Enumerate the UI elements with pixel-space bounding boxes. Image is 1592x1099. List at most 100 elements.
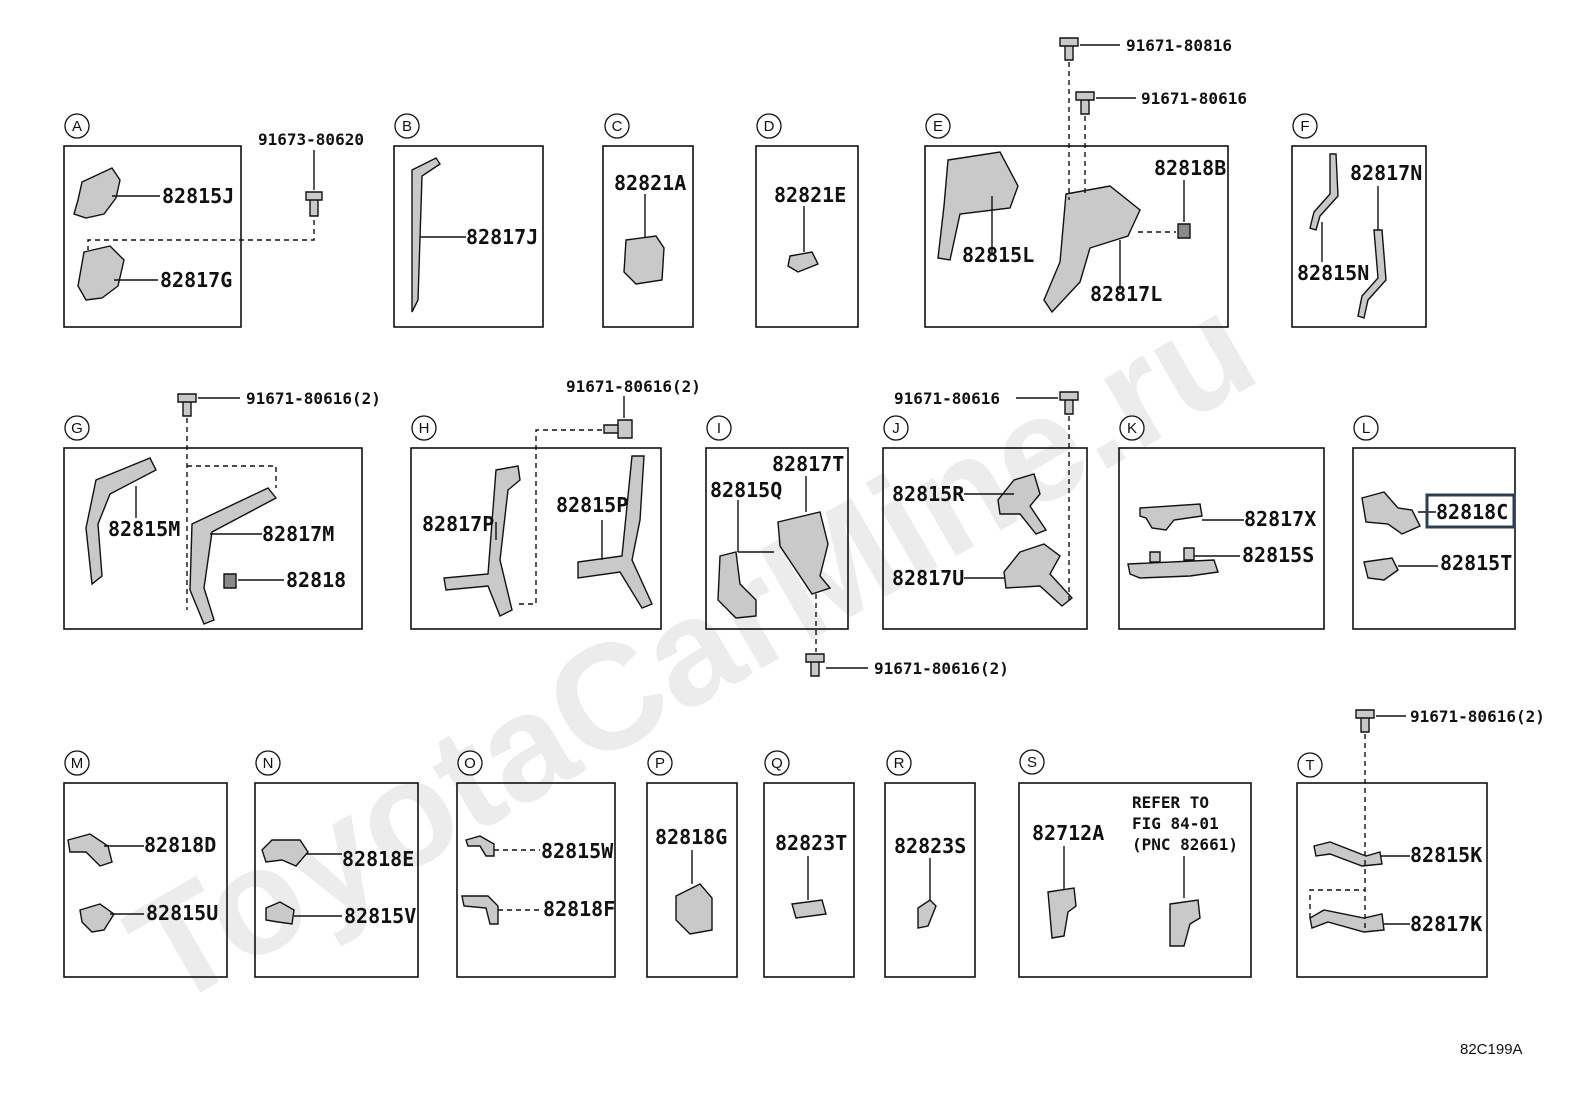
part-82817p-shape: [443, 465, 521, 617]
panel-t-letter: T: [1305, 757, 1314, 774]
panel-a-marker-circle: [64, 113, 90, 139]
part-number-82815s[interactable]: 82815S: [1242, 543, 1314, 567]
panel-l[interactable]: L 82818C 82815T: [1352, 415, 1516, 630]
part-number-82815v[interactable]: 82815V: [344, 904, 416, 928]
panel-n-letter: N: [263, 755, 274, 772]
panel-h-letter: H: [419, 420, 430, 437]
part-number-82817x[interactable]: 82817X: [1244, 507, 1316, 531]
panel-g[interactable]: G 82815M 82817M 82818 91671-80616(2): [63, 389, 381, 630]
part-number-82817p[interactable]: 82817P: [422, 512, 494, 536]
panel-d-frame: [755, 145, 859, 328]
part-number-82817k[interactable]: 82817K: [1410, 912, 1482, 936]
panel-n-frame: [254, 782, 419, 978]
fastener-91671-80816[interactable]: 91671-80816: [1126, 36, 1232, 55]
part-number-82815u[interactable]: 82815U: [146, 901, 218, 925]
part-82815t-shape: [1363, 557, 1399, 581]
panel-k-marker-circle: [1119, 415, 1145, 441]
panel-i[interactable]: I 82815Q 82817T 91671-80616(2): [705, 415, 1009, 678]
panel-n-marker-circle: [255, 750, 281, 776]
panel-j-letter: J: [892, 420, 900, 437]
part-number-82815q[interactable]: 82815Q: [710, 478, 782, 502]
part-number-82818d[interactable]: 82818D: [144, 833, 216, 857]
panel-q[interactable]: Q 82823T: [763, 750, 855, 978]
part-number-82817t[interactable]: 82817T: [772, 452, 844, 476]
part-number-82818f[interactable]: 82818F: [543, 897, 615, 921]
part-number-82815j[interactable]: 82815J: [162, 184, 234, 208]
panel-l-frame: [1352, 447, 1516, 630]
panel-b[interactable]: B 82817J: [393, 113, 544, 328]
fastener-91671-80616-2-t[interactable]: 91671-80616(2): [1410, 707, 1545, 726]
panel-n[interactable]: N 82818E 82815V: [254, 750, 419, 978]
part-number-82815k[interactable]: 82815K: [1410, 843, 1482, 867]
part-number-82818c[interactable]: 82818C: [1436, 500, 1508, 524]
panel-t-marker-circle: [1297, 752, 1323, 778]
panel-b-letter: B: [402, 118, 412, 135]
part-number-82817u[interactable]: 82817U: [892, 566, 964, 590]
panel-a-frame: [63, 145, 242, 328]
part-number-82818g[interactable]: 82818G: [655, 825, 727, 849]
part-number-82815t[interactable]: 82815T: [1440, 551, 1512, 575]
panel-j[interactable]: J 82815R 82817U 91671-80616: [882, 389, 1088, 630]
panel-f-marker-circle: [1292, 113, 1318, 139]
part-number-82815r[interactable]: 82815R: [892, 482, 965, 506]
fastener-91671-80616-j[interactable]: 91671-80616: [894, 389, 1000, 408]
panel-h[interactable]: H 82817P 82815P 91671-80616(2): [410, 377, 701, 630]
panel-o[interactable]: O 82815W 82818F: [456, 750, 616, 978]
part-number-82815n[interactable]: 82815N: [1297, 261, 1369, 285]
part-number-82817j[interactable]: 82817J: [466, 225, 538, 249]
panel-g-letter: G: [71, 420, 83, 437]
part-number-82818e[interactable]: 82818E: [342, 847, 414, 871]
panel-a-letter: A: [72, 118, 82, 135]
panel-p[interactable]: P 82818G: [646, 750, 738, 978]
part-82818d-shape: [67, 833, 113, 867]
fastener-91671-80616-2-g[interactable]: 91671-80616(2): [246, 389, 381, 408]
part-number-82821a[interactable]: 82821A: [614, 171, 686, 195]
part-number-82823t[interactable]: 82823T: [775, 831, 847, 855]
panel-o-marker-circle: [457, 750, 483, 776]
panel-k[interactable]: K 82817X 82815S: [1118, 415, 1325, 630]
fastener-91673-80620[interactable]: 91673-80620: [258, 130, 364, 149]
part-number-82817n[interactable]: 82817N: [1350, 161, 1422, 185]
panel-o-frame: [456, 782, 616, 978]
part-number-82817m[interactable]: 82817M: [262, 522, 334, 546]
bolt-icon: [805, 653, 825, 677]
panel-t[interactable]: T 82815K 82817K 91671-80616(2): [1296, 707, 1545, 978]
part-number-82815m[interactable]: 82815M: [108, 517, 180, 541]
fastener-91671-80616-2-i[interactable]: 91671-80616(2): [874, 659, 1009, 678]
panel-m[interactable]: M 82818D 82815U: [63, 750, 228, 978]
panel-b-marker-circle: [394, 113, 420, 139]
part-82815q-shape: [717, 551, 757, 619]
panel-l-marker-circle: [1353, 415, 1379, 441]
part-number-82821e[interactable]: 82821E: [774, 183, 846, 207]
part-number-82817g[interactable]: 82817G: [160, 268, 232, 292]
panel-m-letter: M: [71, 755, 84, 772]
panel-g-frame: [63, 447, 363, 630]
part-number-82818b[interactable]: 82818B: [1154, 156, 1226, 180]
part-number-82815l[interactable]: 82815L: [962, 243, 1034, 267]
part-number-82815w[interactable]: 82815W: [541, 839, 614, 863]
panel-c[interactable]: C 82821A: [602, 113, 694, 328]
part-82823t-shape: [791, 899, 827, 919]
highlight-box-82818c: [1425, 493, 1516, 529]
dash-line-t2: [1309, 889, 1365, 918]
note-line-3: (PNC 82661): [1132, 835, 1238, 854]
panel-a[interactable]: A 82815J 82817G 91673-80620: [63, 113, 364, 328]
panel-s[interactable]: S 82712A REFER TO FIG 84-01 (PNC 82661): [1018, 749, 1252, 978]
note-line-1: REFER TO: [1132, 793, 1209, 812]
part-82815n-shape: [1309, 153, 1339, 231]
bolt-icon: [1075, 91, 1095, 115]
part-82818c-shape: [1361, 491, 1421, 535]
fastener-91671-80616[interactable]: 91671-80616: [1141, 89, 1247, 108]
part-82661-shape: [1169, 899, 1201, 947]
part-number-82823s[interactable]: 82823S: [894, 834, 966, 858]
fastener-91671-80616-2-h[interactable]: 91671-80616(2): [566, 377, 701, 396]
panel-d[interactable]: D 82821E: [755, 113, 859, 328]
part-number-82817l[interactable]: 82817L: [1090, 282, 1162, 306]
part-number-82712a[interactable]: 82712A: [1032, 821, 1104, 845]
panel-f[interactable]: F 82817N 82815N: [1291, 113, 1427, 328]
panel-e[interactable]: E 82815L 82817L 82818B 91671-80816 91671…: [924, 36, 1247, 328]
part-number-82818[interactable]: 82818: [286, 568, 346, 592]
panel-r[interactable]: R 82823S: [884, 750, 976, 978]
part-82817m-shape: [189, 487, 278, 625]
part-number-82815p[interactable]: 82815P: [556, 493, 628, 517]
